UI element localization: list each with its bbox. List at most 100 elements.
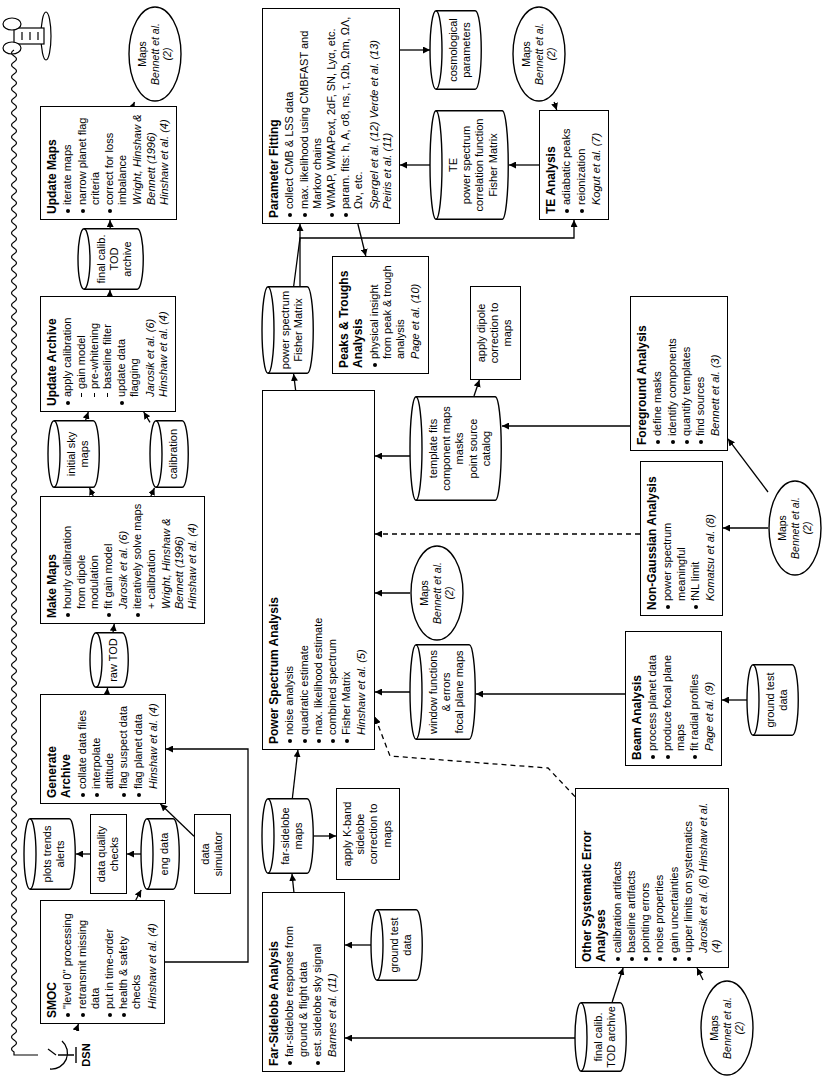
data-store: initial sky maps (48, 420, 100, 488)
author-reference: Jarosik et al. (6) (117, 502, 130, 618)
input-ellipse: MapsBennett et al. (2) (410, 545, 464, 641)
bullet-item: find sources (694, 302, 707, 445)
bullet-item: upper limits on systematics (682, 794, 695, 962)
store-label: correlation function (473, 114, 486, 216)
input-ellipse: MapsBennett et al. (2) (768, 480, 822, 576)
process-box: Peaks & Troughs Analysisphysical insight… (332, 256, 429, 374)
bullet-item: apply calibration (61, 302, 74, 406)
box-title: Make Maps (45, 502, 59, 618)
bullet-item: reionization (575, 116, 588, 214)
ellipse-label: Maps (776, 493, 789, 563)
flow-arrow (76, 1024, 78, 1030)
flow-arrow (375, 691, 410, 692)
author-reference: Barnes et al. (11) (326, 898, 339, 1066)
bullet-item: produce focal plane maps (661, 637, 687, 760)
radio-signal (12, 50, 39, 1055)
store-label: component maps (440, 400, 453, 497)
bullet-item: calibration artifacts (611, 794, 624, 962)
data-store: eng data (141, 818, 180, 890)
store-label: template fits (427, 400, 440, 497)
bullet-item: narrow planet flag criteria (76, 112, 102, 214)
data-store: far-sidelobe maps (262, 798, 314, 874)
flow-arrow (113, 624, 114, 632)
process-box: TE Analysisadiabatic peaksreionizationKo… (539, 110, 609, 220)
flow-arrow (299, 224, 300, 286)
author-reference: Hinshaw et al. (5) (355, 396, 368, 744)
author-reference: Hinshaw et al. (4) (146, 906, 159, 1018)
flow-arrow (294, 374, 296, 390)
author-reference: Bennett et al. (2) (533, 19, 558, 89)
data-store: final calib. TOD archive (78, 228, 144, 290)
box-title: Other Systematic Error Analyses (580, 794, 609, 962)
bullet-item: noise analysis (283, 396, 296, 744)
bullet-item: power spectrum meaningful (661, 467, 687, 610)
satellite-drawing (3, 12, 51, 60)
bullet-item: physical insight from peak & trough anal… (368, 262, 408, 368)
flow-arrow (314, 835, 336, 836)
dashed-flow-arrow (375, 533, 640, 534)
flow-arrow (400, 164, 430, 165)
bullet-item: retransmit missing data (76, 906, 102, 1018)
dish-antenna (40, 1035, 80, 1075)
bullet-item: correct for loss imbalance (103, 112, 129, 214)
box-title: Power Spectrum Analysis (267, 396, 281, 744)
data-store: calibration (150, 420, 189, 488)
antenna-node: DSN (40, 1030, 93, 1080)
antenna-label: DSN (80, 1030, 93, 1080)
bullet-item: WMAP, WMAPext, 2dF, SN, Lyα, etc. (325, 14, 338, 218)
flow-arrow (127, 853, 141, 854)
author-reference: Jarosik et al. (6) Hinshaw et al. (4) (144, 302, 170, 406)
input-ellipse: MapsBennett et al. (2) (700, 980, 754, 1076)
store-label: window functions & errors (427, 648, 453, 736)
flow-arrow (612, 968, 623, 1002)
bullet-item: interpolate attitude (90, 700, 116, 798)
bullet-item: quantify templates (680, 302, 693, 445)
bullet-item: hourly calibration from dipole modulatio… (61, 502, 101, 618)
author-reference: Bennett et al. (2) (149, 19, 174, 89)
flow-arrow (375, 592, 410, 593)
store-label: ground test data (764, 668, 790, 732)
ellipse-label: Maps (708, 993, 721, 1063)
process-box: Foreground Analysisdefine masksidentify … (630, 296, 728, 451)
process-box: apply K-band sidelobe correction to maps (336, 788, 400, 880)
box-title: Foreground Analysis (635, 302, 649, 445)
bullet-item: fit gain model (102, 502, 115, 618)
flow-arrow (400, 49, 430, 50)
data-store: window functions & errorsfocal plane map… (410, 644, 476, 740)
sub-item: gain model (75, 302, 88, 406)
box-title: Update Maps (45, 112, 59, 214)
bullet-item: est. sidelobe sky signal (311, 898, 324, 1066)
bullet-item: max. likelihood estimate (312, 396, 325, 744)
author-reference: Wright, Hinshaw & Bennett (1996) Hinshaw… (131, 112, 171, 214)
box-title: Parameter Fitting (267, 14, 281, 218)
process-box: Other Systematic Error Analysescalibrati… (575, 788, 729, 968)
box-label: data quality checks (95, 820, 121, 888)
sub-item: baseline filter (101, 302, 114, 406)
store-label: point source catalog (467, 400, 493, 497)
sub-item: pre-whitening (88, 302, 101, 406)
author-reference: Spergel et al. (12) Verde et al. (13) Pe… (368, 14, 394, 218)
flow-arrow (697, 968, 703, 980)
box-title: Update Archive (45, 302, 59, 406)
dashed-flow-arrow (375, 717, 575, 797)
flow-arrow (502, 425, 630, 426)
author-reference: Kogut et al. (7) (590, 116, 603, 214)
author-reference: Bennett et al. (3) (709, 302, 722, 445)
bullet-item: Fisher Matrix (340, 396, 353, 744)
box-title: TE Analysis (544, 116, 558, 214)
input-ellipse: MapsBennett et al. (2) (128, 6, 182, 102)
process-box: SMOC"level 0" processingretransmit missi… (40, 900, 165, 1024)
author-reference: Bennett et al. (2) (431, 558, 456, 628)
bullet-item: gain uncertainties (668, 794, 681, 962)
bullet-item: adiabatic peaks (560, 116, 573, 214)
process-box: Update Mapsiterate mapsnarrow planet fla… (40, 106, 177, 220)
bullet-item: flag suspect data (117, 700, 130, 798)
author-reference: Bennett et al. (2) (721, 993, 746, 1063)
store-label: raw TOD (107, 636, 120, 684)
box-title: Non-Gaussian Analysis (645, 467, 659, 610)
data-store: power spectrum Fisher Matrix (262, 286, 314, 374)
flow-arrow (76, 853, 90, 854)
bullet-item: param. fits: h, A, σ8, ns, τ, Ωb, Ωm, ΩΛ… (339, 14, 365, 218)
bullet-item: flag planet data (132, 700, 145, 798)
data-store: final calib. TOD archive (575, 1002, 627, 1072)
